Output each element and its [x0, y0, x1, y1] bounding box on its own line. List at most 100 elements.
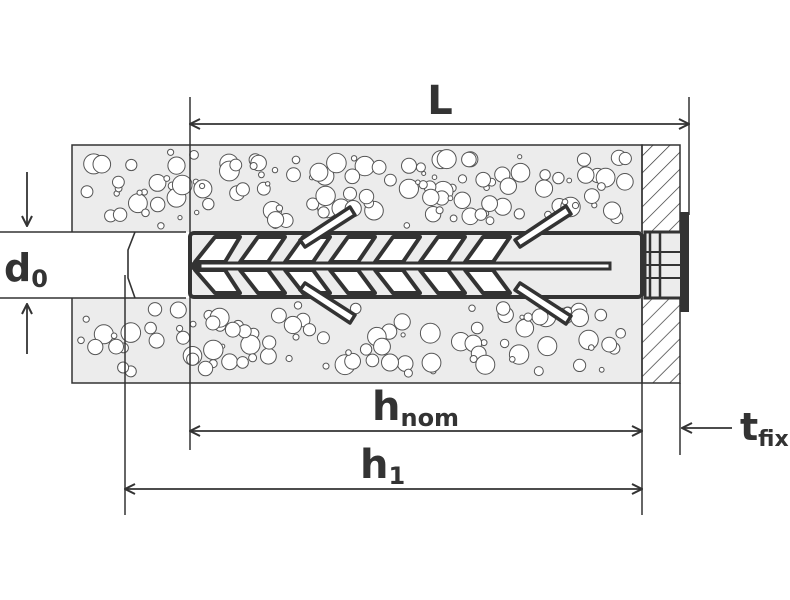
- aggregate-bubble: [401, 157, 417, 174]
- aggregate-bubble: [419, 322, 441, 344]
- aggregate-bubble: [316, 331, 330, 345]
- aggregate-bubble: [322, 362, 330, 370]
- aggregate-bubble: [265, 181, 271, 187]
- aggregate-bubble: [306, 197, 320, 211]
- dimension-d0: d0: [4, 172, 48, 354]
- aggregate-bubble: [315, 185, 336, 207]
- aggregate-bubble: [431, 174, 438, 180]
- aggregate-bubble: [537, 336, 558, 357]
- aggregate-bubble: [171, 174, 193, 196]
- aggregate-bubble: [422, 188, 440, 207]
- aggregate-bubble: [283, 315, 302, 335]
- aggregate-bubble: [552, 171, 565, 185]
- aggregate-bubble: [358, 188, 375, 205]
- aggregate-bubble: [326, 152, 347, 174]
- aggregate-bubble: [112, 175, 125, 189]
- aggregate-bubble: [615, 328, 627, 339]
- aggregate-bubble: [523, 312, 533, 322]
- label-h1-main: h: [360, 442, 388, 488]
- aggregate-bubble: [393, 313, 411, 331]
- aggregate-bubble: [202, 197, 215, 211]
- aggregate-bubble: [485, 216, 495, 226]
- aggregate-bubble: [317, 206, 330, 219]
- aggregate-bubble: [163, 175, 171, 182]
- aggregate-bubble: [435, 206, 444, 215]
- aggregate-bubble: [573, 358, 587, 372]
- aggregate-bubble: [302, 323, 317, 337]
- aggregate-bubble: [292, 333, 300, 341]
- aggregate-bubble: [475, 171, 492, 188]
- aggregate-bubble: [248, 353, 258, 363]
- aggregate-bubble: [108, 338, 124, 355]
- aggregate-bubble: [275, 204, 284, 212]
- aggregate-bubble: [344, 168, 361, 185]
- aggregate-bubble: [584, 188, 600, 205]
- aggregate-bubble: [125, 158, 138, 172]
- aggregate-bubble: [344, 352, 362, 370]
- aggregate-bubble: [447, 195, 454, 202]
- aggregate-bubble: [457, 174, 468, 184]
- aggregate-bubble: [598, 366, 605, 373]
- aggregate-bubble: [110, 332, 118, 340]
- aggregate-bubble: [120, 322, 142, 343]
- label-h1-sub: 1: [388, 462, 405, 490]
- aggregate-bubble: [141, 208, 150, 218]
- aggregate-bubble: [561, 198, 569, 206]
- aggregate-bubble: [203, 339, 224, 361]
- aggregate-bubble: [148, 174, 167, 192]
- aggregate-bubble: [533, 366, 544, 377]
- aggregate-bubble: [148, 332, 165, 349]
- aggregate-bubble: [415, 162, 426, 173]
- aggregate-bubble: [449, 214, 458, 223]
- aggregate-bubble: [577, 166, 595, 184]
- aggregate-bubble: [343, 186, 357, 201]
- aggregate-bubble: [205, 315, 221, 331]
- aggregate-bubble: [371, 159, 387, 175]
- aggregate-bubble: [539, 169, 551, 181]
- aggregate-bubble: [144, 321, 157, 335]
- aggregate-bubble: [461, 151, 477, 168]
- aggregate-bubble: [616, 173, 634, 191]
- aggregate-bubble: [262, 335, 277, 350]
- aggregate-bubble: [400, 332, 406, 338]
- aggregate-bubble: [345, 349, 352, 356]
- aggregate-bubble: [475, 354, 496, 375]
- aggregate-bubble: [509, 356, 516, 363]
- aggregate-bubble: [359, 343, 373, 356]
- aggregate-bubble: [271, 307, 287, 324]
- aggregate-bubble: [82, 315, 90, 323]
- aggregate-bubble: [309, 162, 329, 182]
- label-hnom-sub: nom: [400, 404, 459, 432]
- aggregate-bubble: [197, 360, 214, 377]
- aggregate-bubble: [293, 301, 303, 310]
- aggregate-bubble: [470, 321, 484, 335]
- aggregate-bubble: [92, 154, 112, 174]
- aggregate-bubble: [566, 177, 573, 184]
- aggregate-bubble: [176, 324, 184, 333]
- aggregate-bubble: [77, 336, 85, 345]
- label-L: L: [427, 78, 453, 124]
- label-tfix-sub: fix: [758, 427, 789, 452]
- aggregate-bubble: [384, 173, 397, 187]
- aggregate-bubble: [350, 155, 358, 162]
- aggregate-bubble: [570, 308, 590, 328]
- aggregate-bubble: [271, 166, 279, 174]
- aggregate-bubble: [510, 162, 531, 183]
- aggregate-bubble: [594, 308, 608, 322]
- aggregate-bubble: [588, 344, 595, 351]
- aggregate-bubble: [517, 154, 523, 160]
- aggregate-bubble: [403, 368, 413, 378]
- aggregate-bubble: [189, 150, 199, 160]
- label-d0-sub: 0: [31, 265, 48, 293]
- aggregate-bubble: [150, 196, 166, 213]
- aggregate-bubble: [365, 353, 380, 368]
- aggregate-bubble: [112, 207, 128, 222]
- aggregate-bubble: [513, 208, 525, 220]
- aggregate-bubble: [534, 179, 554, 198]
- dimension-tfix: tfix: [679, 383, 789, 455]
- aggregate-bubble: [186, 352, 200, 366]
- aggregate-bubble: [80, 185, 94, 199]
- aggregate-bubble: [117, 361, 130, 374]
- aggregate-bubble: [199, 182, 206, 190]
- aggregate-bubble: [571, 201, 580, 210]
